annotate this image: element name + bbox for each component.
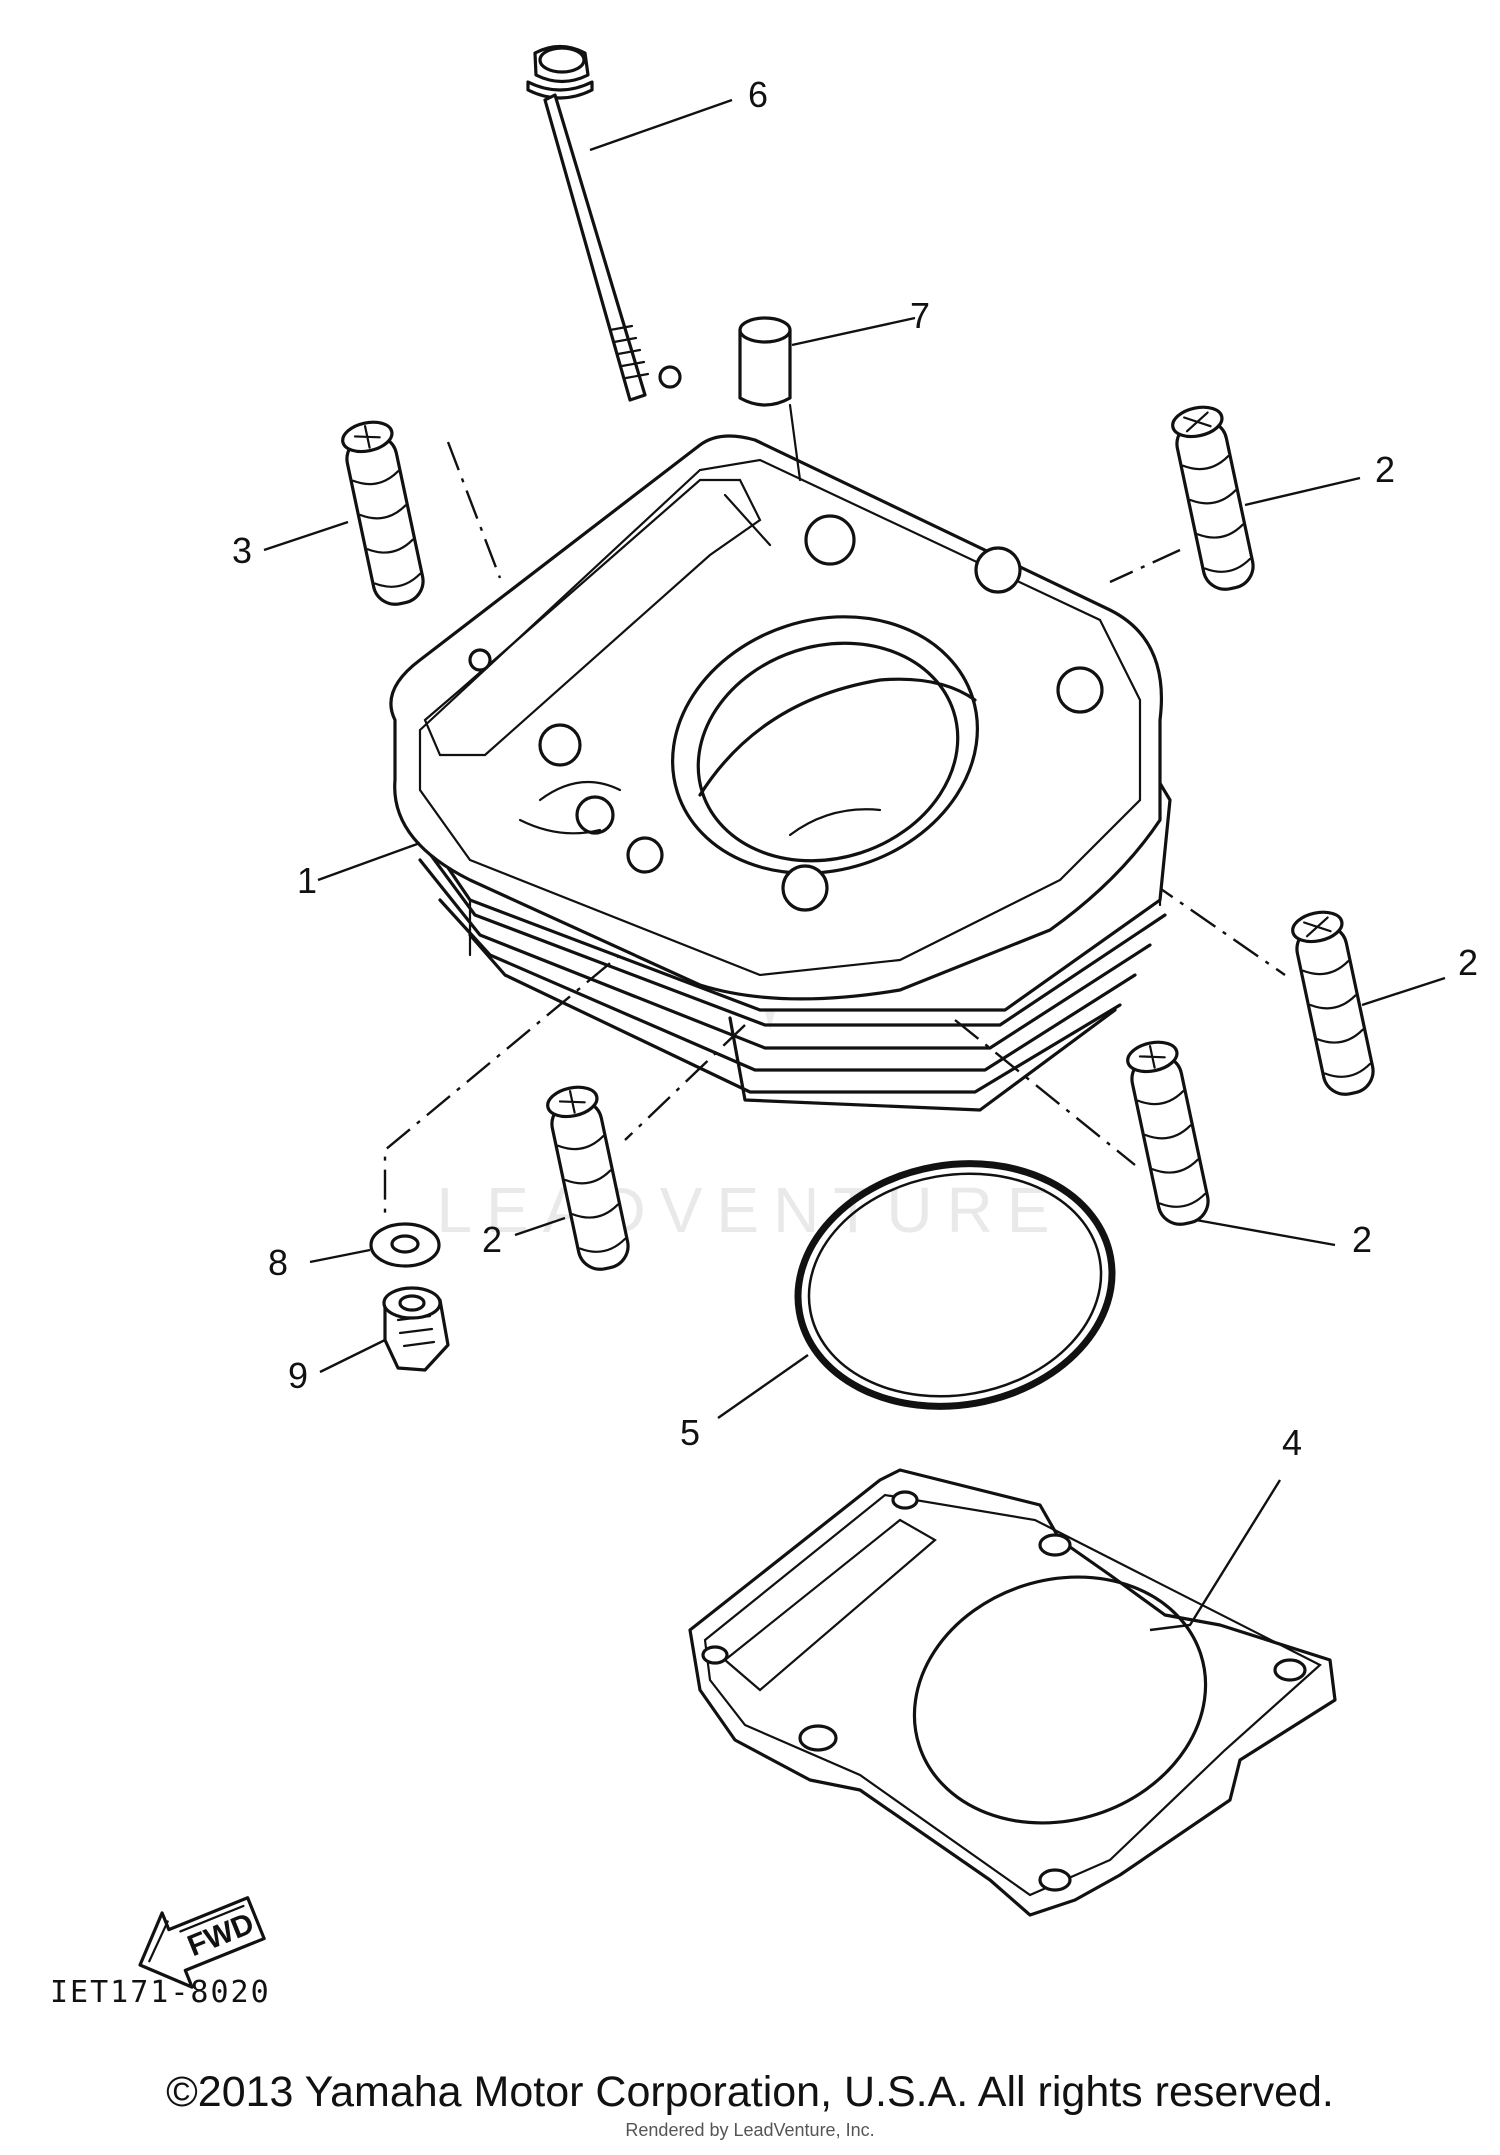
stud-bolts (341, 405, 1375, 1271)
washer (369, 1222, 441, 1268)
callout-1: 1 (297, 860, 317, 901)
callout-2: 2 (1375, 449, 1395, 490)
cylinder-block (389, 365, 1172, 1112)
watermark: LEADVENTURE (437, 950, 1064, 1246)
callout-2: 2 (1458, 942, 1478, 983)
callout-2: 2 (1352, 1219, 1372, 1260)
cylinder-bolt (526, 44, 650, 402)
leader-lines (263, 98, 1446, 1632)
nut (382, 1286, 450, 1372)
stud-3 (341, 420, 425, 606)
stud-2-lower-right (1126, 1040, 1210, 1226)
callout-labels: 1 2 2 2 2 3 4 5 6 7 8 9 (232, 74, 1478, 1463)
copyright-notice: ©2013 Yamaha Motor Corporation, U.S.A. A… (166, 2068, 1334, 2116)
callout-2: 2 (482, 1219, 502, 1260)
callout-4: 4 (1282, 1422, 1302, 1463)
callout-9: 9 (288, 1355, 308, 1396)
stud-2-lower-left (546, 1085, 630, 1271)
rendered-by-note: Rendered by LeadVenture, Inc. (625, 2120, 875, 2140)
cylinder-gasket (688, 1468, 1337, 1917)
watermark-text: LEADVENTURE (437, 1174, 1064, 1246)
stud-2-top-right (1171, 405, 1255, 591)
callout-5: 5 (680, 1412, 700, 1453)
callout-3: 3 (232, 530, 252, 571)
dowel-pin (738, 316, 802, 482)
callout-6: 6 (748, 74, 768, 115)
callout-8: 8 (268, 1242, 288, 1283)
diagram-code: IET171-8020 (50, 1975, 271, 2010)
callout-7: 7 (910, 295, 930, 336)
o-ring (794, 1160, 1116, 1410)
stud-2-mid-right (1291, 910, 1375, 1096)
